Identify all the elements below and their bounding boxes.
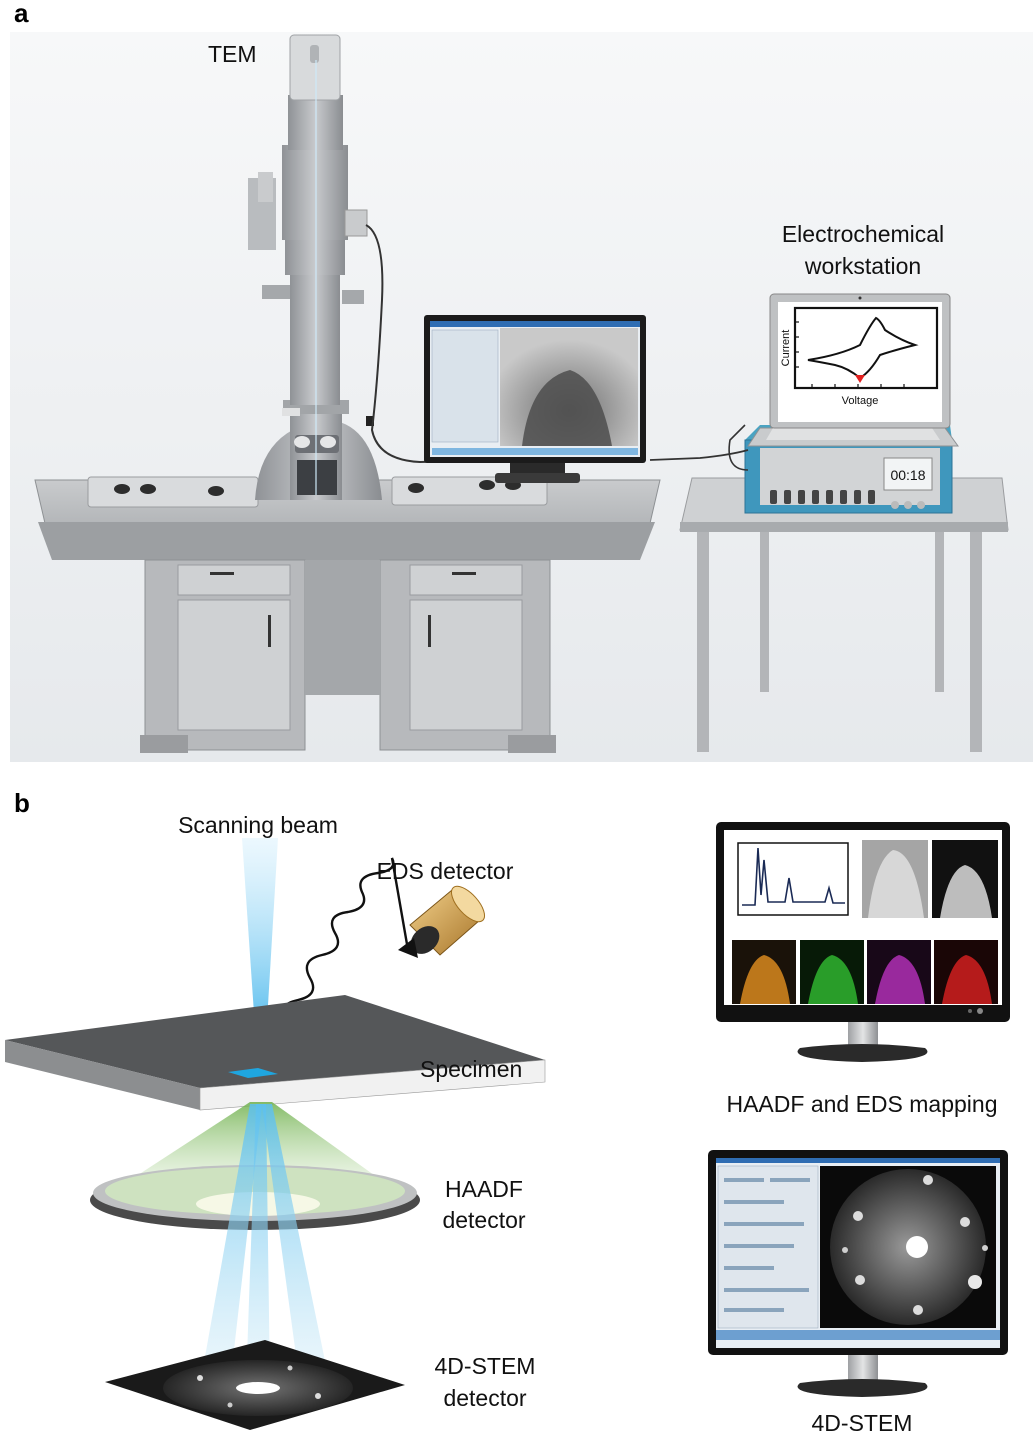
specimen-label: Specimen [420,1056,522,1082]
cv-marker [855,375,865,383]
eds-spectrum-curve [742,847,845,906]
tem-desk [34,476,661,753]
stem-detector [105,1340,405,1430]
knob [208,486,224,496]
tem-control-monitor [424,315,646,483]
knob [408,483,424,493]
tem-label: TEM [208,41,257,67]
cv-ylabel: Current [780,330,792,367]
panel-b-letter: b [14,788,30,818]
stem-label-line2: detector [443,1385,526,1411]
knob [479,480,495,490]
timer-display [883,457,933,491]
haadf-label-line1: HAADF [445,1176,523,1202]
knob [114,484,130,494]
laptop: Voltage Current [747,293,959,447]
beam-label: Scanning beam [178,812,338,838]
monitor1-caption: HAADF and EDS mapping [726,1091,997,1117]
transmitted-rays [200,1104,330,1385]
cv-xlabel: Voltage [842,395,879,407]
scanning-beam [242,838,278,1072]
workstation-label-line1: Electrochemical [782,221,944,247]
tem-column: TEM [208,34,506,500]
monitor2-caption: 4D-STEM [812,1410,913,1436]
panel-b: b Scanning beam EDS detector Specimen [5,788,1010,1436]
eds-label: EDS detector [377,858,514,884]
timer-text: 00:18 [890,467,925,483]
knob [140,484,156,494]
monitor-4d-stem [708,1150,1008,1397]
panel-a-letter: a [14,0,29,28]
haadf-label-line2: detector [442,1207,525,1233]
eds-maps [732,940,998,1004]
stem-label-line1: 4D-STEM [435,1353,536,1379]
eds-detector [409,885,485,956]
monitor-haadf-eds [716,822,1010,1062]
panel-a: a [10,0,1033,762]
specimen [5,995,546,1111]
cv-plot-frame [793,306,939,390]
workstation-label-line2: workstation [804,253,921,279]
cv-curve [807,316,919,380]
